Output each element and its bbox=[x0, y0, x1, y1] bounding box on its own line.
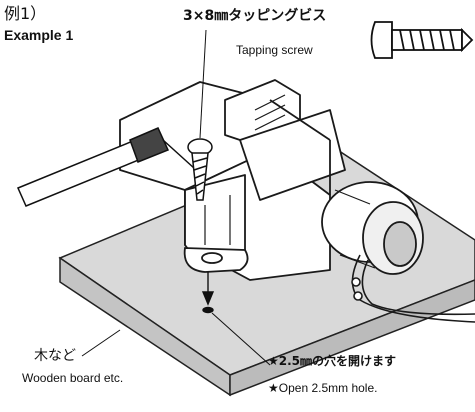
board-leader-line bbox=[81, 329, 121, 357]
gearbox-body bbox=[119, 79, 346, 281]
screw-label-jp: 3×8㎜タッピングビス bbox=[183, 8, 327, 24]
hole-marker bbox=[201, 272, 271, 366]
screw-icon bbox=[370, 21, 474, 59]
mounting-foot bbox=[183, 247, 249, 273]
example-label-en: Example 1 bbox=[4, 27, 74, 43]
motor-wires bbox=[351, 254, 475, 323]
screw-leader-line bbox=[199, 29, 207, 139]
hole-label-en: ★Open 2.5mm hole. bbox=[268, 381, 378, 395]
board-label-en: Wooden board etc. bbox=[22, 371, 124, 385]
hole-label-jp: ★2.5㎜の穴を開けます bbox=[268, 354, 397, 368]
board-label-jp: 木など bbox=[34, 348, 76, 364]
screw-label-en: Tapping screw bbox=[236, 43, 313, 57]
example-label-jp: 例1） bbox=[4, 4, 47, 23]
motor bbox=[321, 181, 424, 275]
tapping-screw bbox=[187, 138, 213, 201]
